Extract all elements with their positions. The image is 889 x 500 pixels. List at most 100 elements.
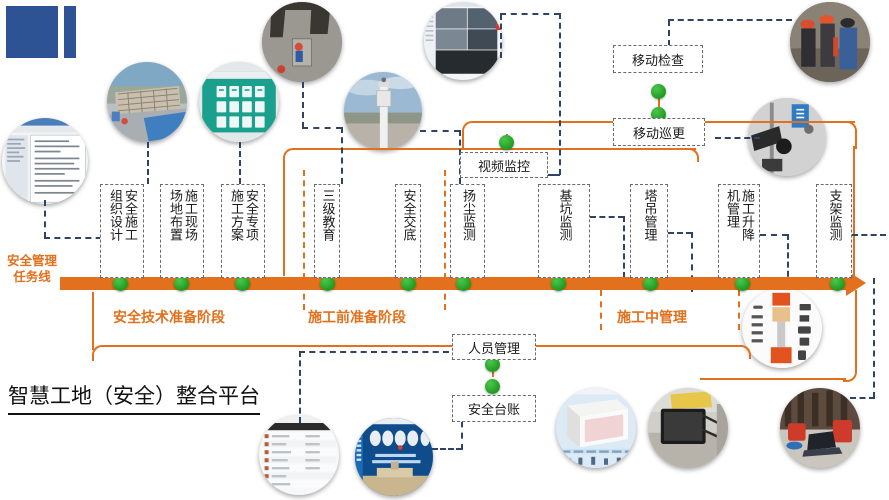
- callout-node-video[interactable]: [499, 135, 514, 150]
- orange-line-upper: [296, 148, 696, 150]
- orange-drop-upper2: [462, 133, 464, 149]
- stage-label-3: 施工中管理: [617, 310, 687, 326]
- logo-block-large: [6, 6, 58, 58]
- task-box-t8[interactable]: 塔吊管理: [630, 184, 668, 278]
- photo-dust-monitor-pole: [344, 72, 422, 150]
- timeline-label-line1: 安全管理: [6, 254, 57, 268]
- task-label-t3-col2: 施工方案: [228, 189, 243, 241]
- photo-document-screenshot: [2, 118, 88, 204]
- task-box-t7[interactable]: 基坑监测: [538, 184, 590, 278]
- dash-mobilecheck-h: [668, 19, 792, 21]
- orange-stub-mobile: [658, 90, 660, 112]
- callout-mobile-check[interactable]: 移动检查: [613, 45, 703, 73]
- dash-dust-h: [420, 130, 460, 132]
- stage-divider-1: [303, 170, 305, 310]
- timeline-node-t7[interactable]: [551, 276, 566, 291]
- task-label-t9-col1: 施工升降: [739, 189, 754, 241]
- orange-right-edge: [853, 146, 855, 276]
- task-label-t2-col2: 场地布置: [167, 189, 182, 241]
- photo-worker-on-structure: [262, 2, 342, 82]
- stage-divider-3: [600, 290, 602, 330]
- timeline-node-t9[interactable]: [735, 276, 750, 291]
- dash-ledger-v: [461, 410, 463, 450]
- task-label-t6-col1: 扬尘监测: [460, 189, 475, 241]
- platform-title: 智慧工地（安全）整合平台: [8, 380, 260, 415]
- dash-software-to-task3: [239, 142, 241, 184]
- orange-line-lower: [105, 345, 485, 347]
- orange-line-bottom-right: [700, 378, 846, 380]
- timeline-node-t3[interactable]: [235, 276, 250, 291]
- task-box-t4[interactable]: 三级教育: [314, 184, 340, 278]
- dash-mobilecheck-v: [668, 20, 670, 46]
- stage-label-2: 施工前准备阶段: [308, 310, 406, 326]
- orange-corner-left-lower: [92, 345, 108, 361]
- dash-worker-h: [302, 127, 342, 129]
- callout-mobile-patrol[interactable]: 移动巡更: [613, 118, 705, 146]
- dash-videogrid-to-callout: [559, 13, 561, 175]
- dash-bracket-h: [852, 234, 886, 236]
- stage-divider-2: [444, 170, 446, 310]
- logo-block-small: [64, 6, 76, 58]
- task-label-t1-col1: 安全施工: [122, 189, 137, 241]
- timeline-node-t5[interactable]: [401, 276, 416, 291]
- timeline-node-t6[interactable]: [456, 276, 471, 291]
- dash-site-to-task2: [147, 142, 149, 184]
- task-label-t9-col2: 机管理: [724, 189, 739, 228]
- callout-node-mobile-check[interactable]: [651, 84, 666, 99]
- timeline-node-t4[interactable]: [320, 276, 335, 291]
- timeline-node-t2[interactable]: [174, 276, 189, 291]
- task-box-t3[interactable]: 安全专项 施工方案: [221, 184, 265, 278]
- task-label-t7-col1: 基坑监测: [556, 189, 572, 241]
- timeline-node-t8[interactable]: [643, 276, 658, 291]
- timeline-node-t10[interactable]: [830, 276, 845, 291]
- task-label-t5-col1: 安全交底: [400, 189, 416, 241]
- timeline-node-t1[interactable]: [113, 276, 128, 291]
- dash-laptop-v: [873, 278, 875, 398]
- stage-label-1: 安全技术准备阶段: [113, 310, 225, 326]
- orange-corner-right-bottom: [843, 290, 857, 382]
- orange-riser-left-lower: [92, 292, 94, 350]
- dash-personnel-v: [299, 351, 301, 423]
- photo-site-aerial-layout: [107, 62, 187, 142]
- task-box-t10[interactable]: 支架监测: [816, 184, 852, 278]
- task-label-t10-col1: 支架监测: [826, 189, 842, 241]
- callout-personnel-management[interactable]: 人员管理: [452, 334, 536, 360]
- dash-ledger-h: [432, 448, 462, 450]
- timeline-label-line2: 任务线: [13, 270, 51, 284]
- task-box-t6[interactable]: 扬尘监测: [450, 184, 485, 278]
- photo-patrol-equipment: [748, 98, 826, 176]
- dash-videogrid-h: [500, 13, 560, 15]
- photo-entrance-display-screen: [355, 418, 433, 496]
- callout-safety-ledger[interactable]: 安全台账: [452, 395, 536, 422]
- stage-divider-4: [738, 290, 740, 330]
- dash-patrol-h: [715, 137, 760, 139]
- task-label-t8-col1: 塔吊管理: [641, 189, 657, 241]
- orange-corner-right-upper2: [843, 121, 857, 149]
- photo-tablet-on-site: [648, 388, 728, 468]
- photo-video-surveillance-grid: [424, 2, 502, 80]
- dash-laptop-h: [850, 397, 875, 399]
- dash-pit-h: [590, 216, 624, 218]
- task-box-t9[interactable]: 施工升降 机管理: [718, 184, 760, 278]
- callout-node-ledger[interactable]: [485, 379, 500, 394]
- callout-video-surveillance[interactable]: 视频监控: [460, 152, 548, 178]
- task-box-t1[interactable]: 安全施工 组织设计: [100, 184, 144, 278]
- callout-node-personnel[interactable]: [485, 357, 500, 372]
- dash-personnel-h: [299, 351, 449, 353]
- orange-corner-right-upper: [685, 148, 699, 162]
- task-box-t2[interactable]: 施工现场 场地布置: [160, 184, 204, 278]
- task-box-t5[interactable]: 安全交底: [395, 184, 421, 278]
- dash-videogrid-drop: [500, 14, 502, 58]
- dash-worker-drop: [302, 82, 304, 128]
- photo-workers-inspection: [790, 2, 870, 82]
- orange-corner-right-lower: [737, 345, 751, 359]
- photo-laptop-equipment-room: [780, 388, 860, 468]
- orange-corner-left-upper2: [462, 121, 478, 137]
- orange-line-lower-2: [483, 345, 743, 347]
- orange-drop-left-upper: [283, 160, 285, 276]
- dash-lift-h: [760, 234, 788, 236]
- dash-lift-v: [787, 234, 789, 286]
- task-label-t2-col1: 施工现场: [182, 189, 197, 241]
- dash-doc-to-task1: [44, 237, 112, 239]
